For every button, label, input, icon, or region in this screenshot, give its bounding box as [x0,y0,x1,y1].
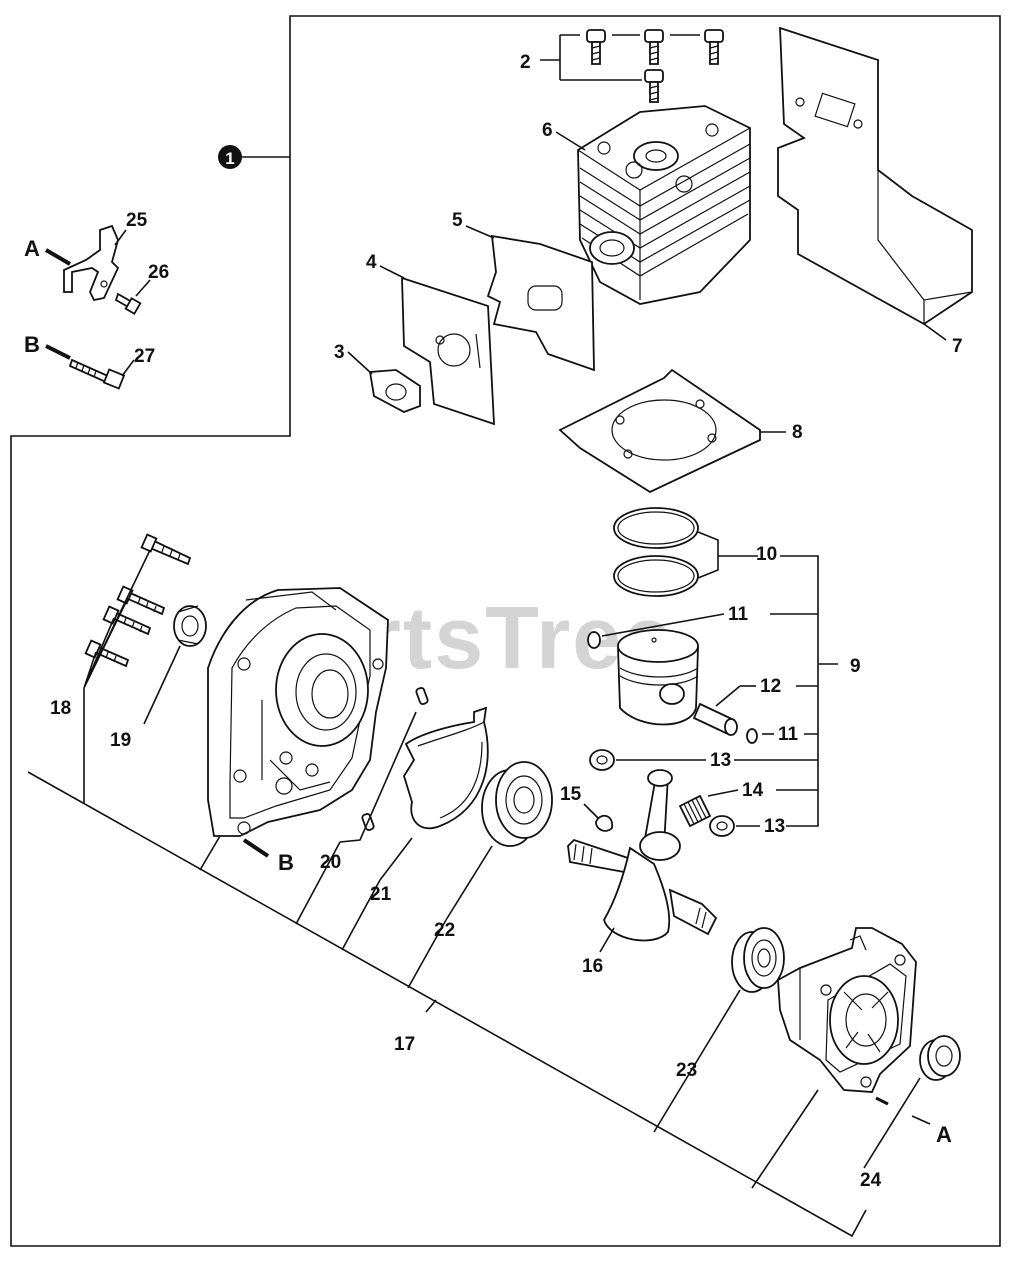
part-12-piston-pin[interactable] [692,702,738,736]
callout-23[interactable]: 23 [676,1060,697,1081]
callout-8[interactable]: 8 [792,422,803,443]
callout-10[interactable]: 10 [756,544,777,565]
callout-3[interactable]: 3 [334,342,345,363]
part-16-crankshaft[interactable] [567,769,718,942]
letter-b-inset: B [24,332,40,357]
callout-14[interactable]: 14 [742,780,764,801]
callout-13-top[interactable]: 13 [710,750,731,771]
part-5-gasket[interactable] [486,234,595,372]
callout-7[interactable]: 7 [952,336,963,357]
callout-20[interactable]: 20 [320,852,341,873]
part-7-heat-shield[interactable] [777,26,973,326]
callout-11-top[interactable]: 11 [728,604,749,625]
part-11-clip-right[interactable] [746,728,758,744]
part-3-gasket[interactable] [368,369,421,413]
callout-13-bottom[interactable]: 13 [764,816,785,837]
callout-22[interactable]: 22 [434,920,455,941]
callout-9[interactable]: 9 [850,656,861,677]
part-14-needle-bearing[interactable] [678,794,712,828]
diagram-frame [10,15,1001,1247]
part-27-bolt[interactable] [68,358,126,390]
part-25-bracket[interactable] [63,224,120,302]
part-23-bearing[interactable] [731,927,785,993]
callout-15[interactable]: 15 [560,784,582,805]
part-8-base-plate[interactable] [558,368,761,494]
part-13-washer-bottom[interactable] [709,815,735,837]
letter-a-inset: A [24,236,40,261]
part-10-piston-rings[interactable] [613,507,699,597]
part-2-screws[interactable] [586,29,724,103]
callout-5[interactable]: 5 [452,210,463,231]
callout-2[interactable]: 2 [520,52,531,73]
callout-12[interactable]: 12 [760,676,781,697]
part-13-washer-top[interactable] [589,749,615,771]
part-26-screw[interactable] [114,292,142,315]
letter-b-main: B [278,850,294,875]
callout-24[interactable]: 24 [860,1170,882,1191]
part-11-clip-left[interactable] [587,631,601,649]
assembly-marker[interactable]: 1 [218,145,242,169]
letter-a-main: A [936,1122,952,1147]
callout-26[interactable]: 26 [148,262,169,283]
part-24-crankcase-right[interactable] [777,927,917,1093]
callout-27[interactable]: 27 [134,346,155,367]
part-19-seal[interactable] [173,605,207,647]
part-22-bearing[interactable] [481,761,553,847]
callout-18[interactable]: 18 [50,698,71,719]
callout-4[interactable]: 4 [366,252,377,273]
part-24-seal[interactable] [919,1035,961,1081]
callout-11-right[interactable]: 11 [778,724,799,745]
callout-17[interactable]: 17 [394,1034,415,1055]
callout-21[interactable]: 21 [370,884,392,905]
part-9-piston[interactable] [617,629,699,726]
part-21-gasket[interactable] [403,706,489,830]
callout-16[interactable]: 16 [582,956,603,977]
part-20-pins[interactable] [361,687,429,831]
callout-19[interactable]: 19 [110,730,131,751]
part-17-crankcase-left[interactable] [207,587,389,837]
part-15-key[interactable] [595,814,613,832]
assembly-line [27,771,867,1238]
callout-25[interactable]: 25 [126,210,148,231]
svg-text:1: 1 [225,149,234,168]
part-6-cylinder[interactable] [577,105,751,305]
part-4-plate[interactable] [401,276,495,426]
callout-6[interactable]: 6 [542,120,553,141]
